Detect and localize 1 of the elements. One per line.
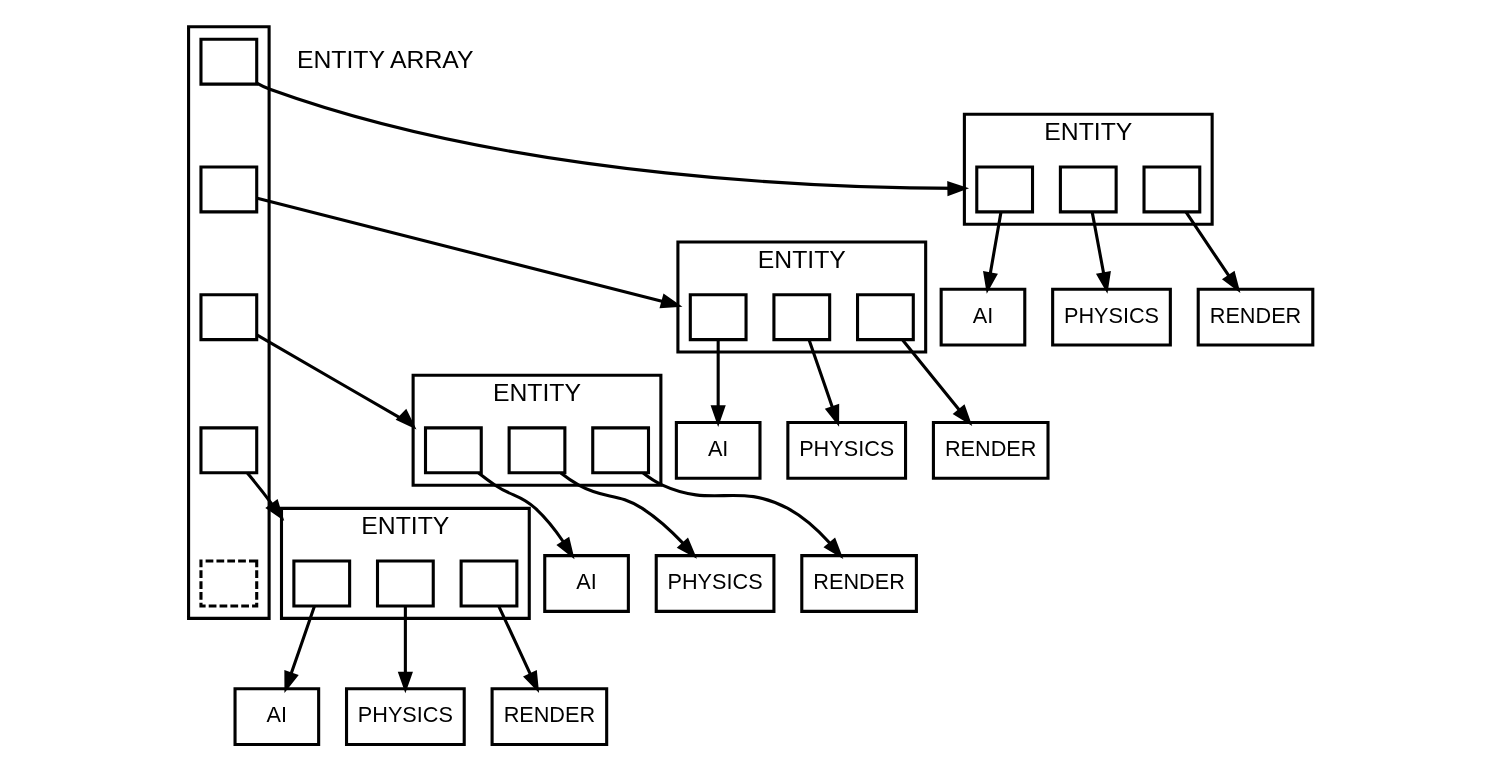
label: ENTITY ARRAY xyxy=(296,45,474,73)
